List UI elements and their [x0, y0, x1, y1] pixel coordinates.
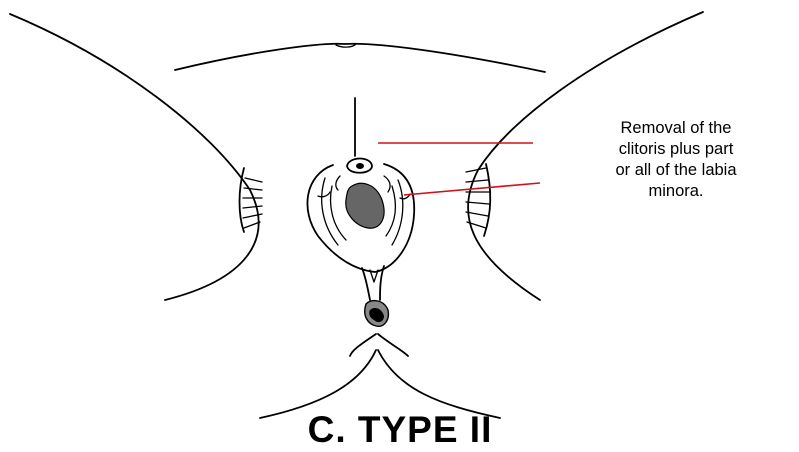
- clitoris-site: [347, 159, 372, 173]
- annotation-text: Removal of the clitoris plus part or all…: [556, 118, 796, 202]
- buttock-left-contour: [350, 334, 376, 356]
- abdomen-contour: [175, 44, 545, 72]
- left-fold-hatching: [240, 168, 263, 232]
- left-thigh-outer-contour: [10, 14, 259, 300]
- annotation-line-1: Removal of the: [556, 118, 796, 139]
- buttock-right-contour: [378, 334, 408, 356]
- anus: [365, 301, 389, 327]
- annotation-line-3: or all of the labia: [556, 160, 796, 181]
- annotation-line-2: clitoris plus part: [556, 139, 796, 160]
- diagram-caption: C. TYPE II: [150, 408, 650, 452]
- perineum-left: [362, 268, 370, 300]
- annotation-line-4: minora.: [556, 181, 796, 202]
- excised-area-shading: [346, 183, 384, 228]
